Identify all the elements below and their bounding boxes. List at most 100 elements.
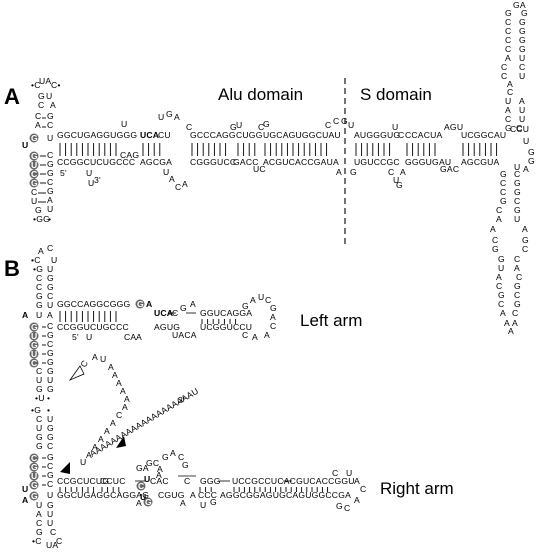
svg-text:U: U <box>121 119 127 129</box>
svg-text:UA: UA <box>39 76 51 86</box>
svg-text:CCUC: CCUC <box>100 476 126 486</box>
svg-text:G: G <box>514 178 521 188</box>
svg-text:U: U <box>505 96 511 106</box>
svg-text:A: A <box>157 464 163 474</box>
svg-text:•C: •C <box>31 255 41 265</box>
svg-text:C: C <box>514 196 520 206</box>
svg-text:G: G <box>519 26 526 36</box>
svg-text:A: A <box>336 167 342 177</box>
svg-text:•G: •G <box>33 264 43 274</box>
svg-text:U: U <box>498 263 504 273</box>
svg-text:G: G <box>31 178 38 188</box>
svg-text:U: U <box>47 518 53 528</box>
a-s2-bot-strand: GGGUGAU <box>405 157 451 167</box>
svg-text:U: U <box>22 140 28 150</box>
svg-text:A: A <box>110 418 116 428</box>
svg-text:U: U <box>200 500 206 510</box>
svg-text:C: C <box>500 178 506 188</box>
svg-text:G: G <box>528 147 535 157</box>
svg-text:C: C <box>333 116 339 126</box>
svg-text:A: A <box>500 308 506 318</box>
svg-text:C: C <box>514 290 520 300</box>
svg-text:U: U <box>393 175 399 185</box>
svg-text:A: A <box>496 214 502 224</box>
svg-text:A: A <box>22 310 28 320</box>
svg-text:G: G <box>522 235 529 245</box>
b-right-top-strand: CCGCUCUG <box>57 476 109 486</box>
svg-text:C: C <box>388 167 394 177</box>
svg-text:A: A <box>490 224 496 234</box>
svg-text:C: C <box>56 536 62 546</box>
svg-text:G: G <box>500 196 507 206</box>
svg-text:C: C <box>175 182 181 192</box>
panel-b-left-arm: GGCCAGGCGGG CCGGUCUGCCC 5' U CA A G A AG… <box>57 292 277 342</box>
svg-text:A: A <box>507 79 513 89</box>
svg-text:C: C <box>36 366 42 376</box>
a-s3-bot-strand: AGCGUA <box>461 157 500 167</box>
svg-text:U: U <box>36 310 42 320</box>
svg-text:U: U <box>47 204 53 214</box>
a-mid-top-strand: GCCCAGG <box>190 130 236 140</box>
svg-text:A: A <box>505 53 511 63</box>
svg-text:G: G <box>36 527 43 537</box>
svg-text:C: C <box>325 120 331 130</box>
svg-text:UCA: UCA <box>140 130 159 140</box>
svg-text:A: A <box>36 509 42 519</box>
svg-text:AGUG: AGUG <box>154 322 180 332</box>
svg-text:C: C <box>50 527 56 537</box>
svg-text:C: C <box>47 339 53 349</box>
svg-text:G: G <box>36 291 43 301</box>
s-domain-label: S domain <box>360 85 432 104</box>
svg-text:A: A <box>190 490 196 500</box>
svg-text:C: C <box>501 62 507 72</box>
svg-text:C: C <box>38 100 44 110</box>
svg-text:G: G <box>519 17 526 27</box>
svg-text:G: G <box>162 452 169 462</box>
svg-text:A: A <box>522 224 528 234</box>
svg-text:C: C <box>500 187 506 197</box>
svg-text:U: U <box>47 300 53 310</box>
svg-text:C: C <box>492 235 498 245</box>
svg-text:A: A <box>190 299 196 309</box>
svg-text:U: U <box>36 423 42 433</box>
svg-text:U: U <box>31 471 37 481</box>
svg-text:C: C <box>47 441 53 451</box>
svg-text:G: G <box>336 501 343 511</box>
svg-text:U: U <box>46 91 52 101</box>
svg-text:A: A <box>496 272 502 282</box>
svg-text:G: G <box>137 299 144 309</box>
a-s-top-strand: AUGGGUG <box>354 130 400 140</box>
svg-text:G: G <box>47 452 54 462</box>
svg-text:•C: •C <box>31 80 41 90</box>
svg-text:G: G <box>47 470 54 480</box>
svg-text:UACA: UACA <box>172 330 197 340</box>
svg-text:U: U <box>523 136 529 146</box>
svg-text:GACC: GACC <box>233 157 259 167</box>
svg-text:U: U <box>346 468 352 478</box>
svg-text:C: C <box>505 44 511 54</box>
svg-text:U: U <box>31 331 37 341</box>
svg-text:A: A <box>270 312 276 322</box>
svg-text:C: C <box>505 17 511 27</box>
svg-text:U: U <box>47 133 53 143</box>
svg-text:C: C <box>332 468 338 478</box>
svg-text:G: G <box>31 340 38 350</box>
panel-b-letter: B <box>4 256 20 281</box>
a-alu-bot-strand: ACGUCACCGAUA <box>263 157 339 167</box>
three-prime-a: 3' <box>94 175 101 185</box>
svg-text:•: • <box>47 405 50 415</box>
svg-text:U: U <box>392 122 398 132</box>
svg-text:C: C <box>47 177 53 187</box>
svg-text:A: A <box>108 362 114 372</box>
svg-text:C: C <box>138 481 144 491</box>
svg-text:G: G <box>47 348 54 358</box>
svg-text:U: U <box>258 292 264 302</box>
svg-text:G: G <box>31 322 38 332</box>
svg-text:C: C <box>496 281 502 291</box>
svg-text:G: G <box>47 330 54 340</box>
svg-text:G: G <box>505 123 512 133</box>
svg-text:•C: •C <box>32 536 42 546</box>
a-s2-top-strand: CCACUA <box>405 130 443 140</box>
svg-text:A: A <box>104 426 110 436</box>
svg-text:CAG: CAG <box>120 150 139 160</box>
